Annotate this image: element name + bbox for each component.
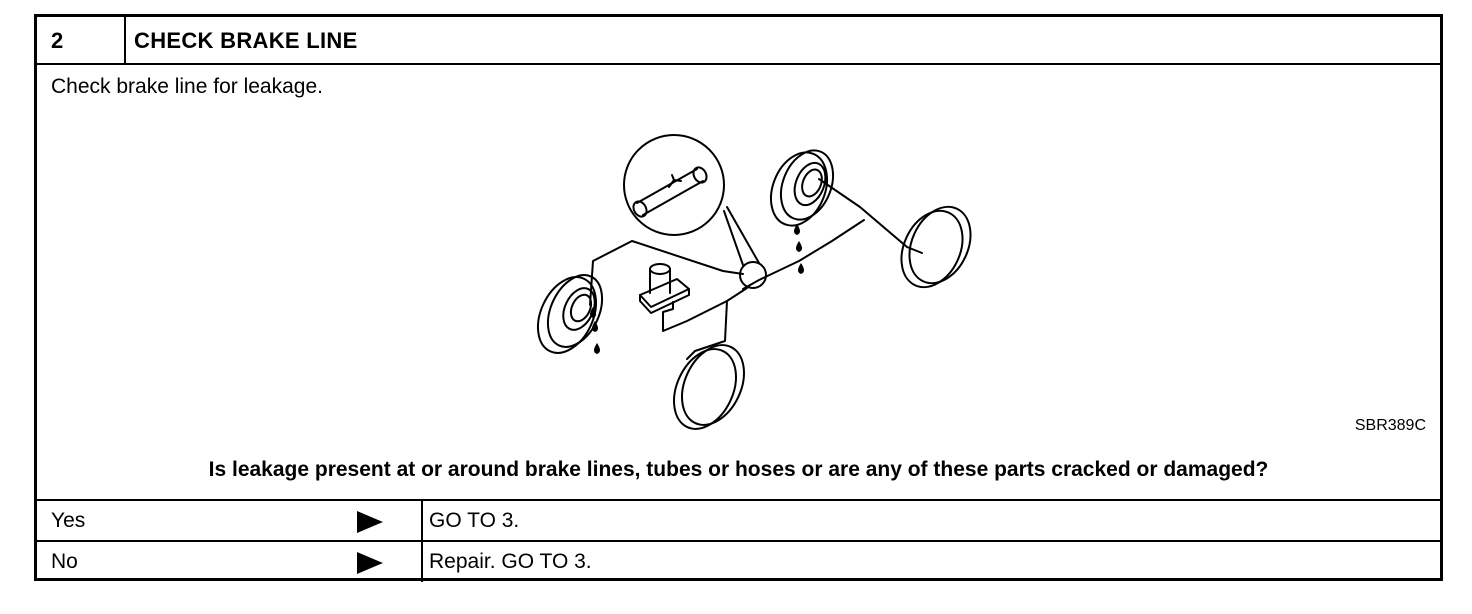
instruction-text: Check brake line for leakage.	[51, 75, 323, 98]
inspection-step-card: 2 CHECK BRAKE LINE Check brake line for …	[34, 14, 1443, 582]
brake-line-rear	[742, 219, 865, 290]
magnified-cracked-tube	[623, 134, 725, 236]
leak-drops	[590, 224, 804, 354]
answer-label-yes: Yes	[51, 509, 86, 532]
step-number-cell: 2	[37, 17, 126, 63]
wheel-rear-right	[770, 149, 835, 227]
wheel-rear-far	[900, 205, 972, 289]
rear-axle	[818, 178, 923, 254]
wheel-front-right	[673, 344, 745, 430]
figure-code: SBR389C	[1354, 417, 1426, 434]
inspection-point	[739, 261, 767, 289]
answer-row-no[interactable]: No Repair. GO TO 3.	[37, 540, 1440, 582]
inspection-question: Is leakage present at or around brake li…	[208, 458, 1269, 481]
callout-line	[723, 206, 760, 266]
brake-line-illustration	[536, 134, 972, 430]
step-number: 2	[51, 28, 64, 53]
answer-action-yes: GO TO 3.	[429, 509, 520, 532]
arrow-right-icon	[357, 552, 383, 574]
master-cylinder	[639, 263, 690, 314]
step-header: 2 CHECK BRAKE LINE	[37, 17, 1440, 65]
answer-action-no: Repair. GO TO 3.	[429, 550, 592, 573]
wheel-front-left	[536, 274, 604, 354]
answer-label-no: No	[51, 550, 78, 573]
brake-line-front-left	[589, 240, 744, 306]
brake-line-front-right	[686, 300, 728, 360]
arrow-right-icon	[357, 511, 383, 533]
answer-row-yes[interactable]: Yes GO TO 3.	[37, 499, 1440, 541]
column-divider	[421, 540, 423, 582]
step-title: CHECK BRAKE LINE	[134, 28, 358, 53]
column-divider	[421, 499, 423, 541]
